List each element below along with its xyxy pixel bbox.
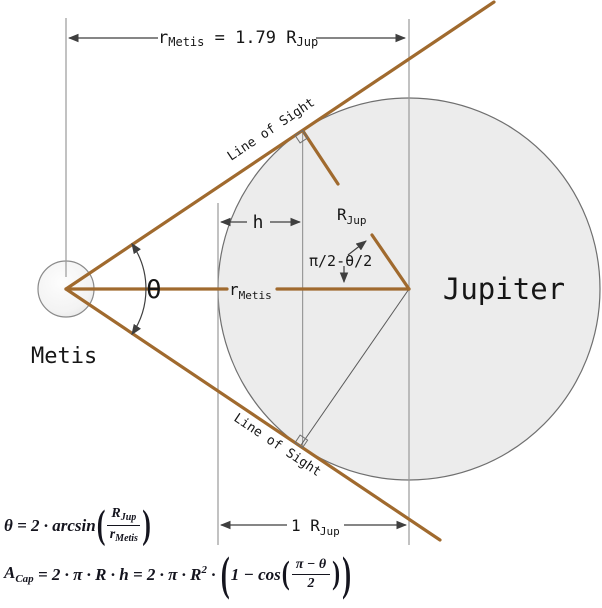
fraction-numerator: RJup	[107, 506, 141, 526]
theta-label: θ	[146, 275, 162, 305]
line-of-sight-upper-line	[64, 0, 496, 291]
right-angle-markers	[294, 129, 309, 449]
theta-formula-lead: θ = 2 · arcsin	[4, 515, 96, 535]
metis-label: Metis	[31, 344, 97, 369]
theta-angle-arc	[131, 242, 147, 336]
close-paren: )	[342, 546, 352, 600]
half-angle-label: π/2-θ/2	[309, 252, 372, 270]
jupiter-radius-line-upper	[301, 129, 340, 186]
cap-height-label: h	[253, 212, 264, 233]
fraction-denominator: rMetis	[109, 527, 138, 544]
line-of-sight-lower-line	[64, 287, 442, 542]
half-angle-leader-up	[347, 240, 367, 256]
open-paren: (	[96, 501, 106, 547]
cap-area-fraction: π − θ 2	[291, 557, 331, 591]
right-angle-marker-lower	[294, 434, 309, 449]
lower-radius-line	[299, 288, 410, 447]
close-paren: )	[142, 501, 151, 547]
dimension-lines	[67, 33, 408, 530]
jupiter-radius-label: RJup	[337, 205, 367, 227]
cap-area-cos-lead: 1 − cos	[230, 564, 281, 584]
theta-formula: θ = 2 · arcsin ( RJup rMetis )	[4, 501, 152, 547]
fraction-numerator: π − θ	[291, 557, 331, 575]
close-paren: )	[332, 556, 341, 592]
orbit-radius-label: rMetis	[229, 280, 272, 302]
jupiter-label: Jupiter	[443, 272, 565, 306]
open-paren: (	[281, 556, 290, 592]
cap-area-mid: = 2 · π · R · h = 2 · π · R2 ·	[33, 564, 220, 584]
cap-area-formula: ACap = 2 · π · R · h = 2 · π · R2 · ( 1 …	[4, 550, 352, 597]
fraction-denominator: 2	[307, 576, 315, 591]
jupiter-radius-line-lower	[370, 233, 411, 291]
right-angle-marker-upper	[294, 129, 309, 144]
dim-top-label: rMetis = 1.79 RJup	[158, 28, 318, 49]
dim-bottom-label: 1 RJup	[291, 516, 340, 538]
open-paren: (	[220, 546, 230, 600]
cap-area-lhs: ACap	[4, 562, 34, 585]
theta-formula-fraction: RJup rMetis	[107, 506, 141, 544]
